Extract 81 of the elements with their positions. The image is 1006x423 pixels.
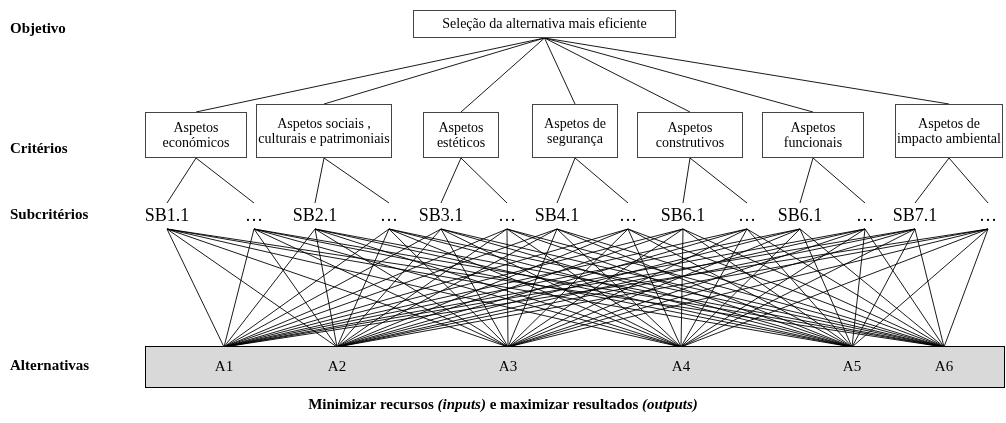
connector-line <box>460 157 508 204</box>
ellipsis-label: … <box>240 203 268 229</box>
subcriterion-label: SB4.1 <box>522 203 592 229</box>
level-label: Objetivo <box>10 20 66 37</box>
subcriterion-label: SB3.1 <box>406 203 476 229</box>
alternative-label: A3 <box>492 347 524 386</box>
connector-line <box>682 157 691 204</box>
criterion-box: Aspetos sociais , culturais e patrimoniais <box>256 104 392 158</box>
connector-line <box>627 228 682 348</box>
connector-line <box>799 228 945 348</box>
connector-line <box>943 228 989 348</box>
connector-line <box>166 157 197 204</box>
alternative-label: A6 <box>928 347 960 386</box>
subcriterion-label: SB2.1 <box>280 203 350 229</box>
subcriterion-label: SB7.1 <box>880 203 950 229</box>
criterion-box: Aspetos construtivos <box>637 112 743 158</box>
connector-line <box>388 228 509 348</box>
connector-line <box>223 228 390 348</box>
alternatives-band <box>145 346 1005 388</box>
connector-line <box>506 228 509 348</box>
connector-line <box>864 228 945 348</box>
connector-line <box>460 37 545 113</box>
connector-line <box>680 228 684 348</box>
connector-line <box>223 228 316 348</box>
connector-line <box>253 228 338 348</box>
connector-line <box>680 228 748 348</box>
connector-line <box>440 157 462 204</box>
level-label: Critérios <box>10 140 68 157</box>
level-label: Alternativas <box>10 357 90 374</box>
connector-line <box>799 157 814 204</box>
connector-line <box>680 228 801 348</box>
ellipsis-label: … <box>375 203 403 229</box>
connector-line <box>914 157 950 204</box>
ellipsis-label: … <box>733 203 761 229</box>
connector-line <box>440 228 509 348</box>
subcriterion-label: SB6.1 <box>765 203 835 229</box>
criterion-box: Aspetos de segurança <box>532 104 618 158</box>
criterion-box: Aspetos económicos <box>145 112 247 158</box>
connector-line <box>166 228 338 348</box>
connector-line <box>544 37 814 113</box>
connector-line <box>851 228 989 348</box>
objective-box: Seleção da alternativa mais eficiente <box>413 10 676 38</box>
connector-line <box>507 228 629 348</box>
connector-line <box>746 228 853 348</box>
ellipsis-label: … <box>614 203 642 229</box>
connector-line <box>914 228 945 348</box>
criterion-box: Aspetos estéticos <box>423 112 499 158</box>
ellipsis-label: … <box>493 203 521 229</box>
ellipsis-label: … <box>851 203 879 229</box>
connector-line <box>507 228 558 348</box>
connector-line <box>851 228 916 348</box>
criterion-box: Aspetos funcionais <box>762 112 864 158</box>
alternative-label: A2 <box>321 347 353 386</box>
alternative-label: A5 <box>836 347 868 386</box>
ellipsis-label: … <box>974 203 1002 229</box>
connector-line <box>166 228 225 348</box>
connector-line <box>689 157 748 204</box>
alternative-label: A4 <box>665 347 697 386</box>
connector-line <box>323 157 390 204</box>
subcriterion-label: SB1.1 <box>132 203 202 229</box>
connector-line <box>336 228 442 348</box>
criterion-box: Aspetos de impacto ambiental <box>895 104 1003 158</box>
caption: Minimizar recursos (inputs) e maximizar resultados (outputs) <box>308 396 698 413</box>
subcriterion-label: SB6.1 <box>648 203 718 229</box>
connector-line <box>556 157 576 204</box>
connector-line <box>223 228 255 348</box>
connector-line <box>851 228 866 348</box>
connector-line <box>556 228 682 348</box>
connector-line <box>799 228 853 348</box>
connector-line <box>314 228 338 348</box>
connector-line <box>544 37 576 105</box>
level-label: Subcritérios <box>10 206 89 223</box>
connector-line <box>544 37 691 113</box>
connector-line <box>314 157 325 204</box>
connector-line <box>195 157 255 204</box>
connector-line <box>574 157 629 204</box>
connector-line <box>323 37 545 105</box>
alternative-label: A1 <box>208 347 240 386</box>
connector-line <box>948 157 989 204</box>
connector-line <box>336 228 390 348</box>
connector-line <box>812 157 866 204</box>
